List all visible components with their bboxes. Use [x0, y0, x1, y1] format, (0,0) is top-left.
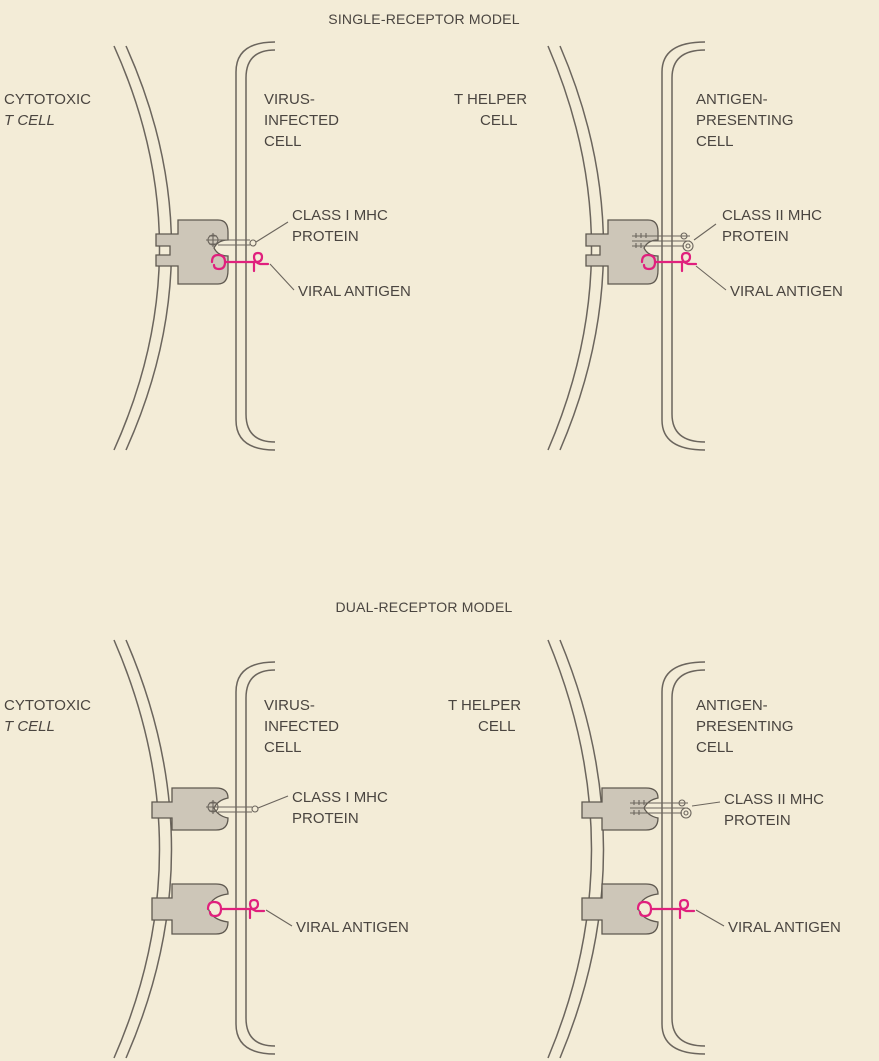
viral-antigen-leader [696, 910, 724, 926]
class-i-leader [256, 222, 288, 242]
t-helper-membrane-inner [560, 640, 604, 1058]
t-cell-membrane-inner [126, 640, 172, 1058]
class-ii-mhc-label: CLASS II MHC PROTEIN [722, 207, 826, 245]
single-receptor-title: SINGLE-RECEPTOR MODEL [328, 11, 519, 27]
viral-antigen-leader [266, 910, 292, 926]
class-i-mhc-protein [206, 233, 256, 247]
t-cell-membrane [114, 640, 160, 1058]
viral-antigen-label: VIRAL ANTIGEN [728, 919, 841, 936]
viral-antigen-label: VIRAL ANTIGEN [296, 919, 409, 936]
viral-antigen-leader [696, 266, 726, 290]
class-ii-leader [694, 224, 716, 240]
antigen-presenting-cell-label: ANTIGEN- PRESENTING CELL [696, 91, 798, 150]
class-i-mhc-label: CLASS I MHC PROTEIN [292, 789, 392, 827]
viral-antigen-label: VIRAL ANTIGEN [298, 283, 411, 300]
virus-infected-cell-label: VIRUS- INFECTED CELL [264, 91, 343, 150]
cytotoxic-t-cell-label: CYTOTOXIC T CELL [4, 697, 95, 735]
class-ii-leader [692, 802, 720, 806]
t-helper-receptor [586, 220, 658, 284]
dual-receptor-title: DUAL-RECEPTOR MODEL [335, 599, 512, 615]
cytotoxic-t-cell-label: CYTOTOXIC T CELL [4, 91, 95, 129]
viral-antigen-leader [270, 264, 294, 290]
panel-dual-cytotoxic: CYTOTOXIC T CELL VIRUS- INFECTED CELL CL… [4, 640, 409, 1058]
t-helper-membrane [548, 46, 592, 450]
t-cell-receptor-antigen [152, 884, 228, 934]
antigen-presenting-cell-label: ANTIGEN- PRESENTING CELL [696, 697, 798, 756]
t-cell-receptor-mhc [152, 788, 228, 830]
panel-single-cytotoxic: CYTOTOXIC T CELL VIRUS- INFECTED CELL CL… [4, 42, 411, 450]
viral-antigen-label: VIRAL ANTIGEN [730, 283, 843, 300]
t-helper-receptor-mhc [582, 788, 658, 830]
t-helper-receptor-antigen [582, 884, 658, 934]
class-i-mhc-protein [206, 800, 258, 814]
class-ii-mhc-label: CLASS II MHC PROTEIN [724, 791, 828, 829]
t-helper-membrane-inner [560, 46, 604, 450]
infected-cell-membrane-inner [246, 50, 275, 442]
virus-infected-cell-label: VIRUS- INFECTED CELL [264, 697, 343, 756]
panel-dual-helper: T HELPER CELL ANTIGEN- PRESENTING CELL C… [448, 640, 841, 1058]
class-i-mhc-label: CLASS I MHC PROTEIN [292, 207, 392, 245]
t-cell-receptor [156, 220, 228, 284]
t-cell-membrane-inner [126, 46, 172, 450]
viral-antigen [638, 900, 694, 918]
t-helper-cell-label: T HELPER CELL [454, 91, 531, 129]
t-cell-membrane [114, 46, 160, 450]
panel-single-helper: T HELPER CELL ANTIGEN- PRESENTING CELL C… [454, 42, 843, 450]
class-i-leader [258, 796, 288, 808]
t-helper-cell-label: T HELPER CELL [448, 697, 525, 735]
t-helper-membrane [548, 640, 592, 1058]
